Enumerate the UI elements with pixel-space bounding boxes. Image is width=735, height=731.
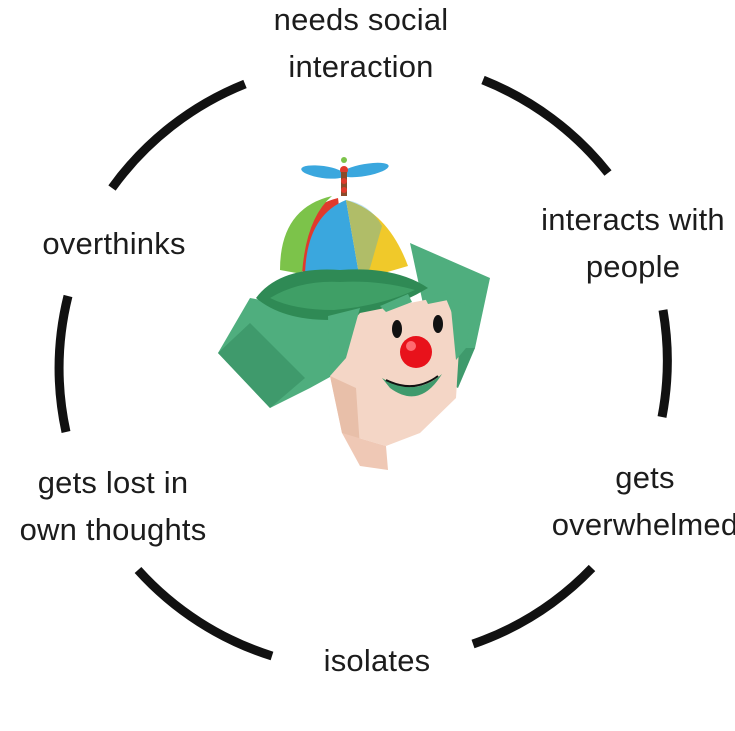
- propeller-hat-clown-character: [218, 157, 490, 470]
- stage-isolates: isolates: [324, 637, 431, 684]
- arrow-bottom-left: [134, 566, 274, 661]
- stage-line: isolates: [323, 643, 431, 678]
- face-shape: [330, 296, 460, 446]
- smile-icon: [382, 374, 442, 397]
- stage-line: own thoughts: [19, 512, 207, 548]
- stage-gets-overwhelmed: gets overwhelmed: [552, 454, 735, 548]
- clown-nose-icon: [400, 336, 432, 368]
- stage-interacts-with-people: interacts with people: [541, 196, 725, 290]
- eye-icon: [433, 315, 443, 333]
- stage-line: gets: [615, 460, 675, 495]
- stage-line: overwhelmed: [551, 507, 735, 543]
- stage-gets-lost-in-own-thoughts: gets lost in own thoughts: [20, 459, 207, 553]
- arrow-top-right: [481, 75, 612, 176]
- arrow-left: [54, 294, 73, 433]
- stage-overthinks: overthinks: [42, 220, 185, 267]
- propeller-icon: [301, 157, 389, 196]
- stage-needs-social-interaction: needs social interaction: [274, 0, 449, 90]
- stage-line: interacts with: [541, 202, 725, 237]
- stage-line: needs social: [273, 2, 449, 37]
- arrow-right: [657, 309, 672, 418]
- stage-line: interaction: [288, 49, 434, 85]
- stage-line: gets lost in: [37, 465, 189, 500]
- arrow-bottom-right: [471, 564, 596, 649]
- cap-icon: [256, 196, 428, 320]
- arrow-top-left: [108, 79, 247, 191]
- eye-icon: [392, 320, 402, 338]
- stage-line: people: [585, 249, 681, 285]
- stage-line: overthinks: [42, 226, 186, 261]
